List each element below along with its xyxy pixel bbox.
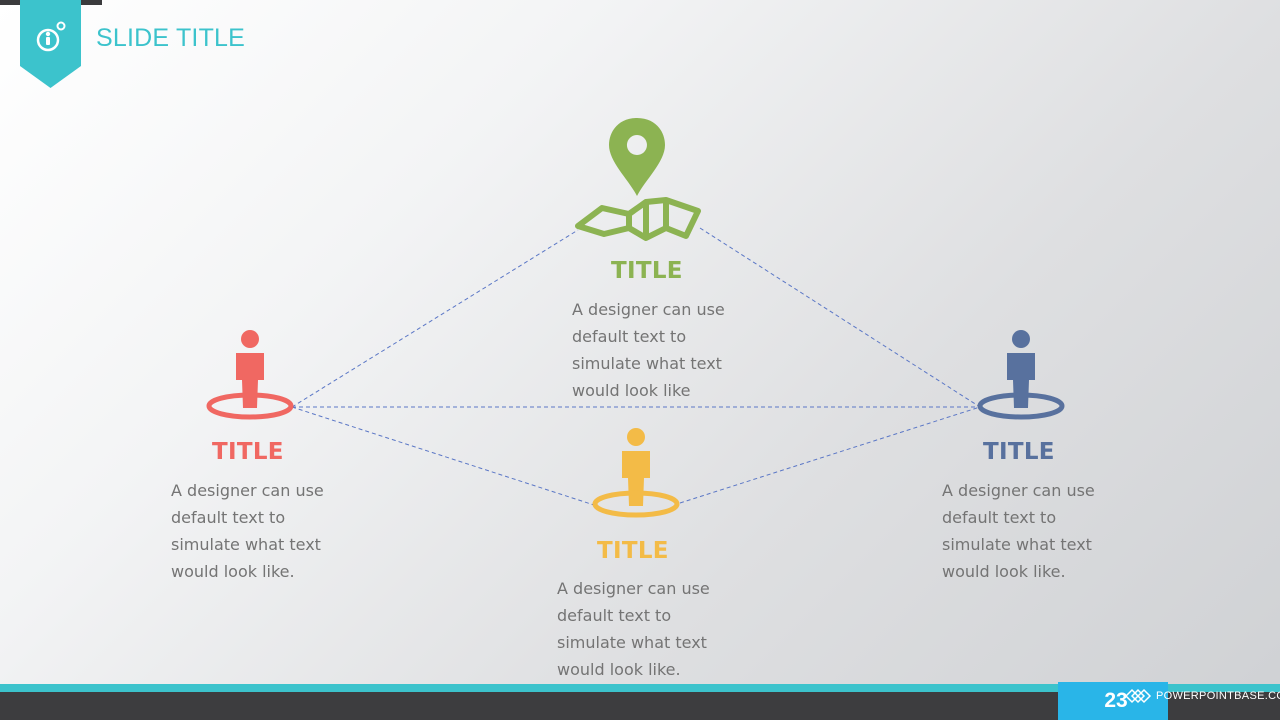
item-description-left: A designer can use default text to simul… — [171, 481, 324, 581]
brand-watermark: POWERPOINTBASE.COM — [1124, 688, 1280, 704]
item-title-bottom: TITLE — [597, 538, 669, 564]
item-description-right: A designer can use default text to simul… — [942, 481, 1095, 581]
item-title-left: TITLE — [212, 439, 284, 465]
brand-logo-icon — [1124, 688, 1152, 704]
brand-text: POWERPOINTBASE.COM — [1156, 690, 1280, 702]
page-number: 23 — [1104, 689, 1128, 712]
item-title-right: TITLE — [983, 439, 1055, 465]
person-location-icon — [592, 428, 680, 518]
person-location-icon — [206, 330, 294, 420]
item-description-top: A designer can use default text to simul… — [572, 300, 725, 400]
settings-person-icon — [36, 21, 66, 52]
item-description-bottom: A designer can use default text to simul… — [557, 579, 710, 679]
footer-accent-line — [0, 684, 1280, 692]
slide-title: SLIDE TITLE — [96, 24, 246, 52]
map-pin-icon — [575, 118, 701, 241]
page-number-box: 23 — [1058, 682, 1168, 720]
person-location-icon — [977, 330, 1065, 420]
item-title-top: TITLE — [611, 258, 683, 284]
ribbon-badge — [20, 0, 81, 88]
